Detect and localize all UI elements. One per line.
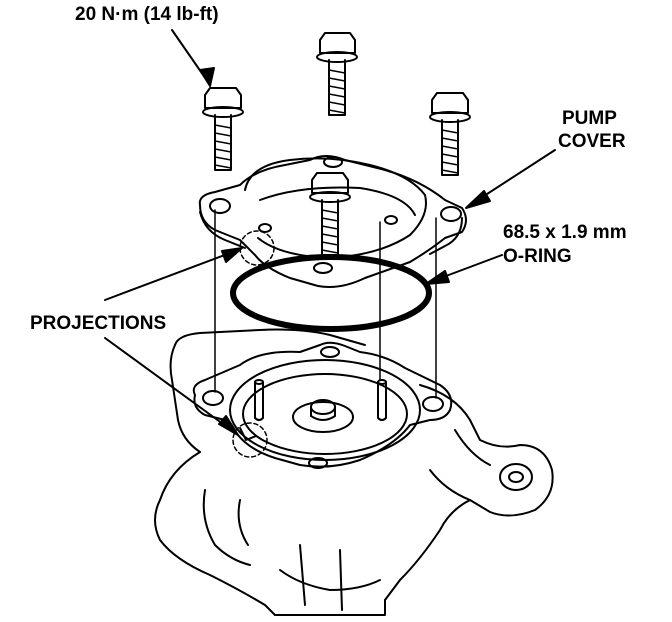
oring-name-label: O-RING (503, 246, 572, 267)
pump-body (154, 328, 554, 616)
alignment-lines (214, 209, 437, 399)
leader-arrows (104, 29, 556, 436)
bolt-back (316, 32, 358, 116)
bolt-right (429, 92, 471, 176)
projections-label: PROJECTIONS (30, 313, 167, 334)
body-flange (192, 341, 453, 469)
pump-cover-label-line2: COVER (558, 131, 626, 152)
oring-size-label: 68.5 x 1.9 mm (503, 222, 627, 243)
bolt-front (309, 172, 351, 256)
pump-cover-label-line1: PUMP (562, 108, 617, 129)
torque-label: 20 N·m (14 lb-ft) (75, 4, 219, 25)
bolt-left (202, 87, 244, 171)
bolts (202, 32, 471, 256)
pump-cover (198, 155, 467, 288)
